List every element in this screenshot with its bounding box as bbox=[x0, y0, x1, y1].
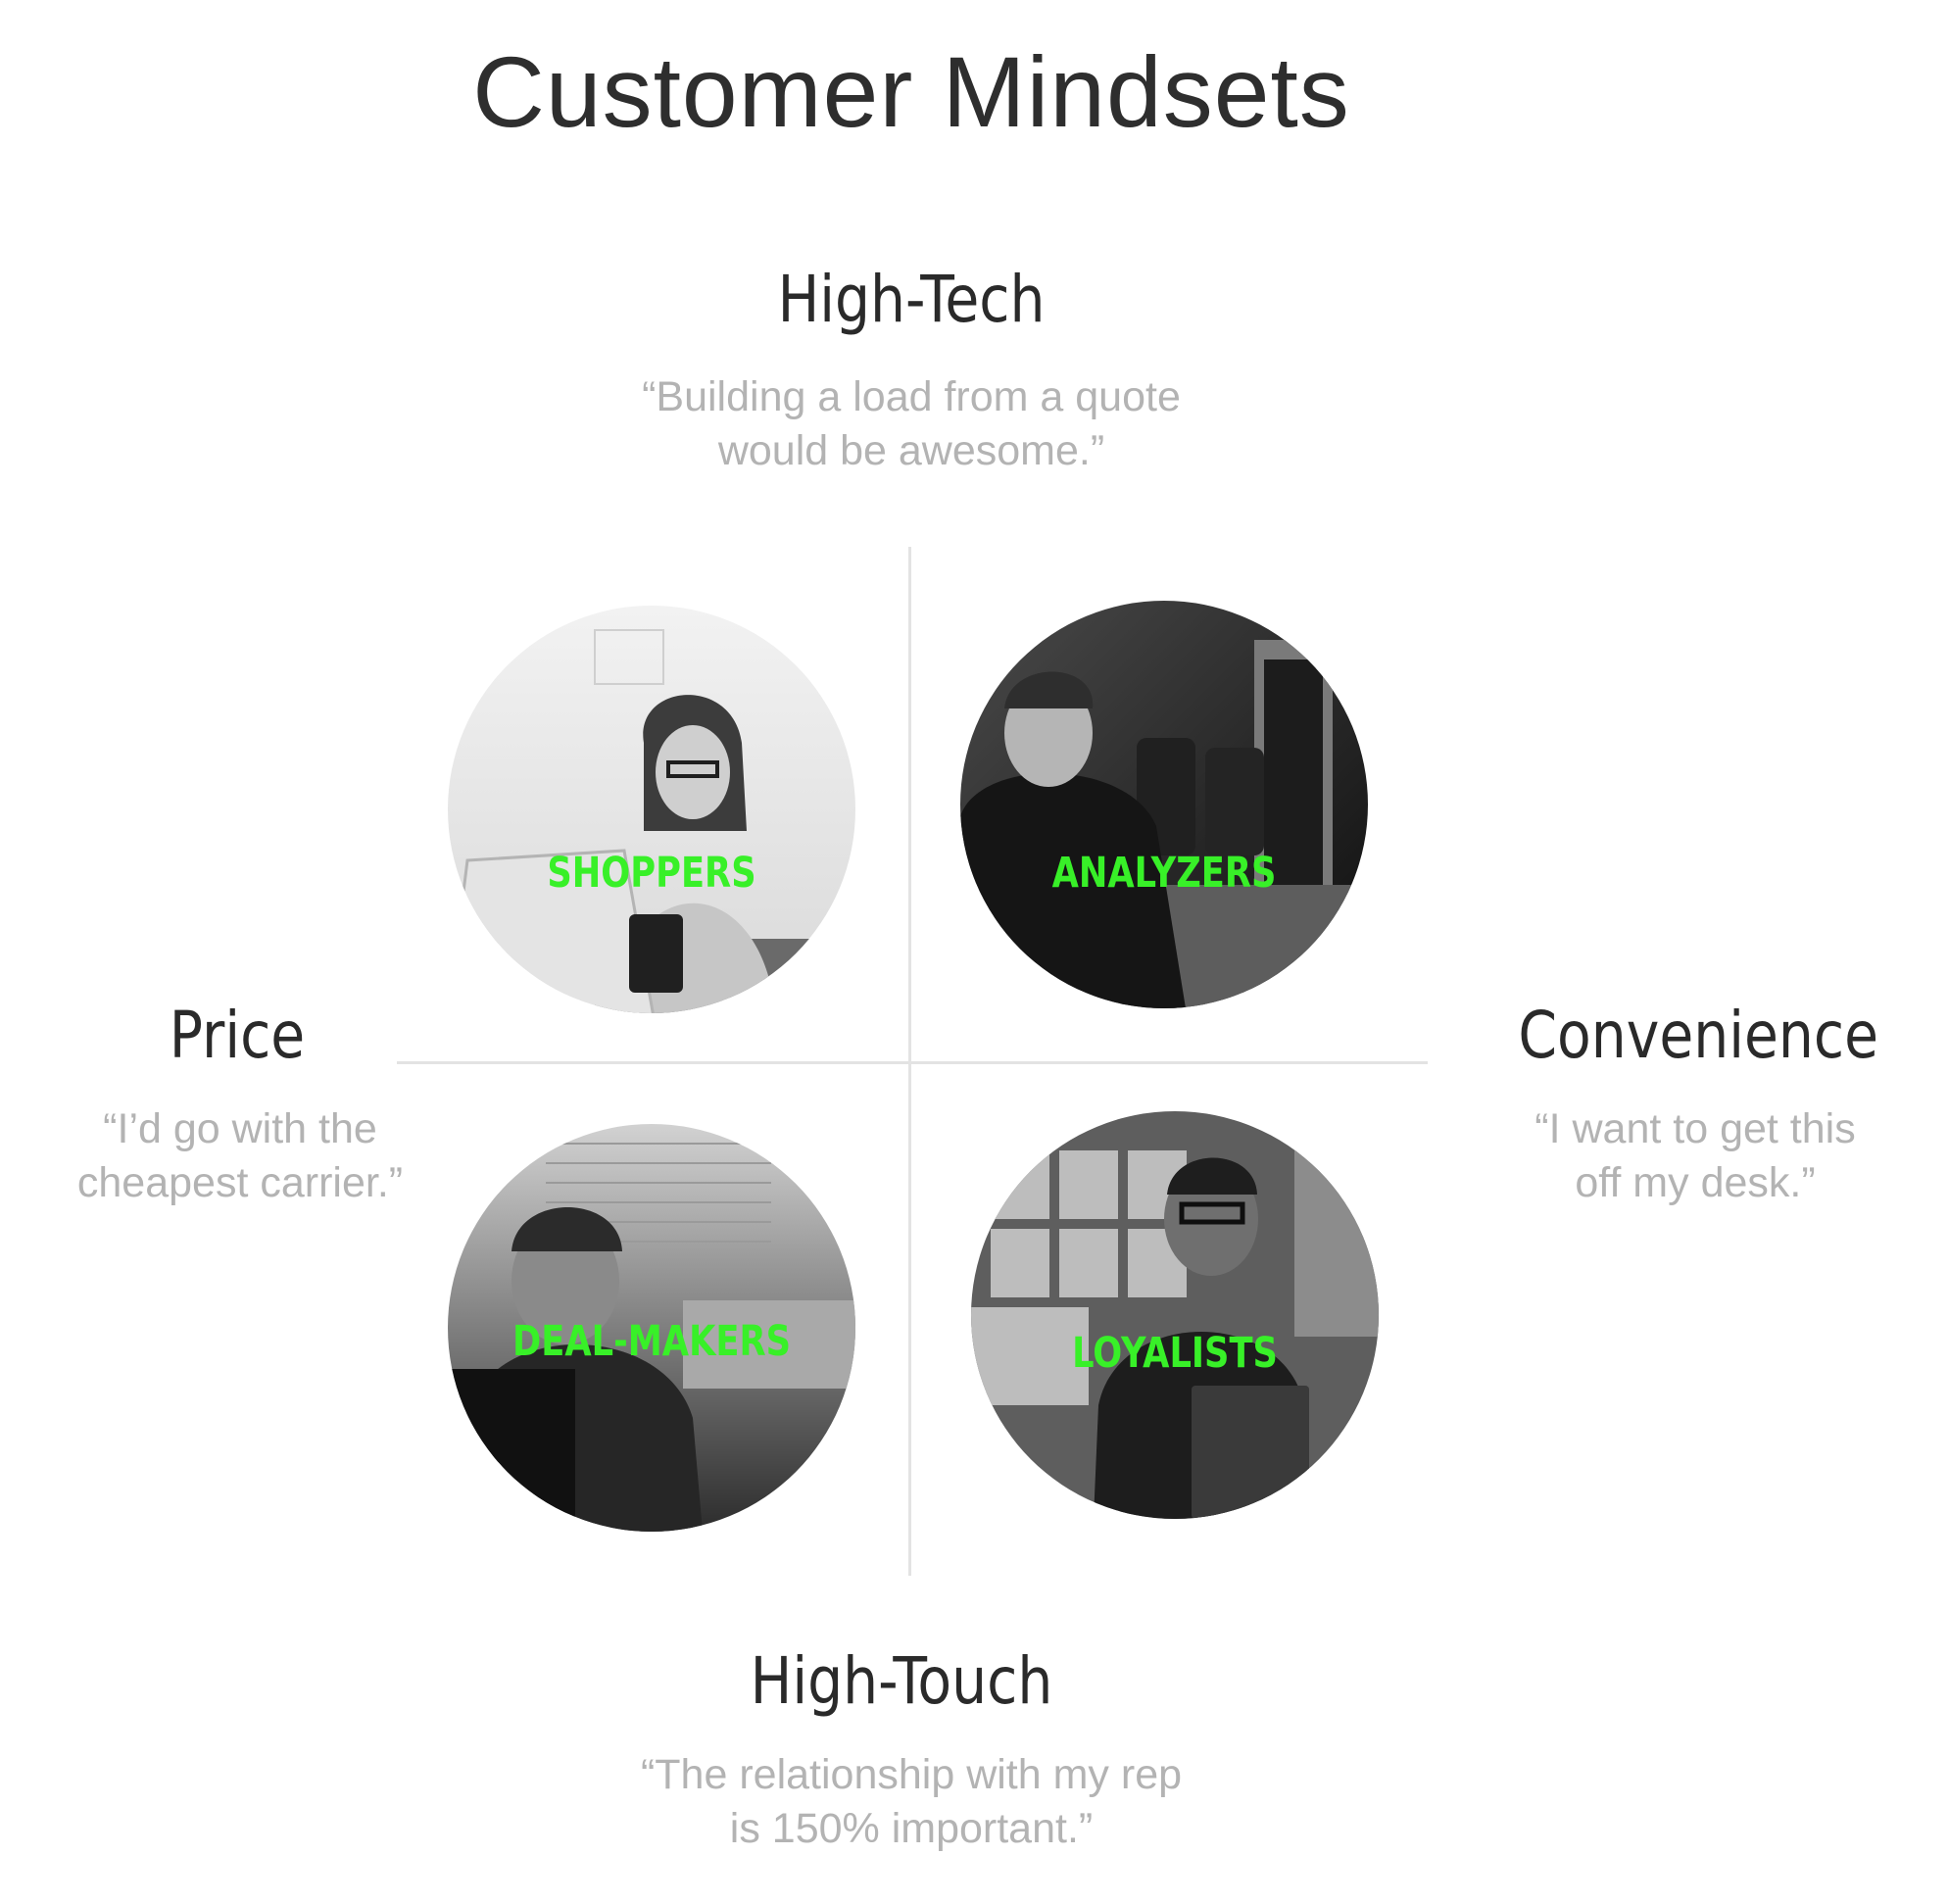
axis-label-top: High-Tech bbox=[777, 262, 1046, 337]
man-on-phone-photo bbox=[448, 1124, 855, 1532]
segment-label-loyalists: LOYALISTS bbox=[1072, 1329, 1278, 1378]
segment-label-deal-makers: DEAL-MAKERS bbox=[511, 1317, 792, 1366]
segment-deal-makers: DEAL-MAKERS bbox=[448, 1124, 855, 1532]
segment-loyalists: LOYALISTS bbox=[971, 1111, 1379, 1519]
axis-label-left: Price bbox=[169, 998, 306, 1073]
axis-quote-left: “I’d go with the cheapest carrier.” bbox=[76, 1105, 404, 1206]
axis-quote-bottom: “The relationship with my rep is 150% im… bbox=[640, 1751, 1183, 1852]
vertical-axis-line bbox=[908, 547, 911, 1576]
segment-label-shoppers: SHOPPERS bbox=[547, 849, 756, 898]
woman-at-laptop-photo bbox=[448, 606, 855, 1013]
axis-label-bottom: High-Touch bbox=[750, 1643, 1053, 1719]
segment-shoppers: SHOPPERS bbox=[448, 606, 855, 1013]
man-with-clipboard-photo bbox=[971, 1111, 1379, 1519]
segment-label-analyzers: ANALYZERS bbox=[1051, 849, 1277, 898]
axis-quote-right: “I want to get this off my desk.” bbox=[1534, 1105, 1856, 1206]
horizontal-axis-line bbox=[397, 1061, 1428, 1064]
page-title: Customer Mindsets bbox=[472, 36, 1350, 148]
segment-analyzers: ANALYZERS bbox=[960, 601, 1368, 1008]
axis-label-right: Convenience bbox=[1518, 998, 1879, 1073]
axis-quote-top: “Building a load from a quote would be a… bbox=[642, 373, 1181, 474]
man-in-office-photo bbox=[960, 601, 1368, 1008]
